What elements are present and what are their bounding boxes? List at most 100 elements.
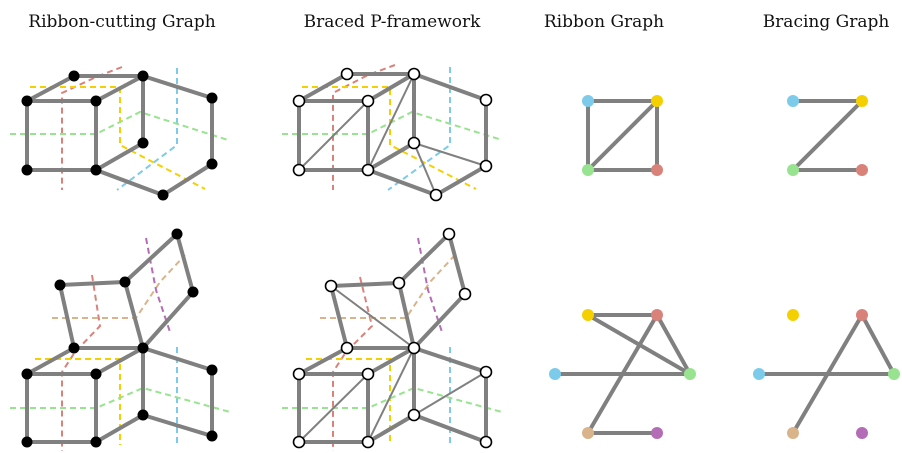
node: [137, 137, 149, 149]
edge: [586, 313, 659, 435]
node: [361, 435, 375, 449]
node: [479, 365, 493, 379]
node: [292, 367, 306, 381]
nodes: [292, 227, 493, 449]
nodes: [21, 70, 218, 201]
node: [90, 368, 102, 380]
edge: [25, 74, 214, 198]
bracing-edges: [298, 73, 487, 196]
node-blue: [787, 95, 799, 107]
edge: [94, 74, 145, 103]
node-yellow: [651, 95, 663, 107]
cut-line-red: [332, 64, 396, 190]
node-red: [856, 309, 868, 321]
cut-line-yellow: [302, 86, 477, 190]
node: [206, 430, 218, 442]
node: [21, 164, 33, 176]
cut-line-purple: [145, 237, 171, 333]
edge: [94, 346, 145, 376]
edge: [860, 313, 896, 376]
cut-lines: [10, 237, 231, 451]
node-green: [582, 164, 594, 176]
cut-line-green: [282, 386, 503, 413]
node: [157, 189, 169, 201]
edge: [366, 346, 416, 376]
node: [292, 435, 306, 449]
node: [407, 67, 421, 81]
top-bracing-graph: [787, 95, 868, 176]
node-red: [651, 164, 663, 176]
node: [392, 276, 406, 290]
node: [407, 136, 421, 150]
brace: [330, 285, 415, 349]
node: [292, 163, 306, 177]
edges: [25, 230, 214, 444]
cut-line-blue: [387, 67, 451, 191]
node: [68, 70, 80, 82]
edge: [655, 313, 692, 376]
title-bracing-graph: Bracing Graph: [762, 12, 890, 32]
node-tan: [787, 427, 799, 439]
top-ribbon-graph: [582, 95, 663, 176]
title-ribbon-graph: Ribbon Graph: [543, 12, 665, 32]
cut-line-red: [61, 274, 102, 451]
edge: [791, 313, 864, 435]
node: [479, 435, 493, 449]
node: [21, 95, 33, 107]
edge: [586, 99, 659, 172]
edge: [788, 99, 867, 172]
edge: [94, 141, 145, 172]
node: [171, 228, 183, 240]
node: [90, 95, 102, 107]
node-yellow: [787, 309, 799, 321]
title-ribbon-cutting-graph: Ribbon-cutting Graph: [28, 12, 216, 32]
node: [340, 341, 354, 355]
nodes: [292, 67, 493, 202]
edges: [25, 74, 214, 198]
node: [407, 408, 421, 422]
node: [206, 364, 218, 376]
node: [206, 92, 218, 104]
node-blue: [549, 368, 561, 380]
edge: [57, 230, 196, 353]
edge: [366, 141, 416, 172]
node-red: [651, 309, 663, 321]
edges: [297, 230, 488, 445]
node-purple: [856, 427, 868, 439]
cut-line-green: [282, 110, 503, 141]
node: [21, 368, 33, 380]
cut-line-blue: [116, 68, 178, 191]
bracing-edges: [298, 285, 487, 443]
node: [324, 279, 338, 293]
brace: [367, 73, 415, 171]
cut-line-red: [332, 276, 374, 451]
node-tan: [582, 427, 594, 439]
node: [54, 279, 66, 291]
node-yellow: [856, 95, 868, 107]
node: [119, 276, 131, 288]
node-red: [856, 164, 868, 176]
brace: [413, 142, 437, 196]
brace: [367, 347, 415, 443]
cut-line-green: [10, 386, 231, 413]
node-green: [888, 368, 900, 380]
bottom-ribbon-graph: [549, 309, 696, 439]
node-yellow: [582, 309, 594, 321]
bottom-ribbon-cutting-graph: [10, 228, 231, 451]
brace: [413, 142, 487, 167]
node: [442, 227, 456, 241]
cut-line-purple: [417, 237, 443, 333]
cut-line-tan: [320, 254, 456, 319]
top-ribbon-cutting-graph: [10, 66, 229, 201]
node: [292, 94, 306, 108]
cut-line-yellow: [306, 358, 391, 445]
title-braced-p-framework: Braced P-framework: [303, 12, 481, 32]
node-purple: [651, 427, 663, 439]
node: [206, 158, 218, 170]
node: [137, 70, 149, 82]
cut-line-green: [10, 110, 229, 141]
cut-line-tan: [52, 254, 186, 319]
node: [429, 188, 443, 202]
bottom-braced-p-framework: [282, 227, 503, 451]
node: [68, 342, 80, 354]
